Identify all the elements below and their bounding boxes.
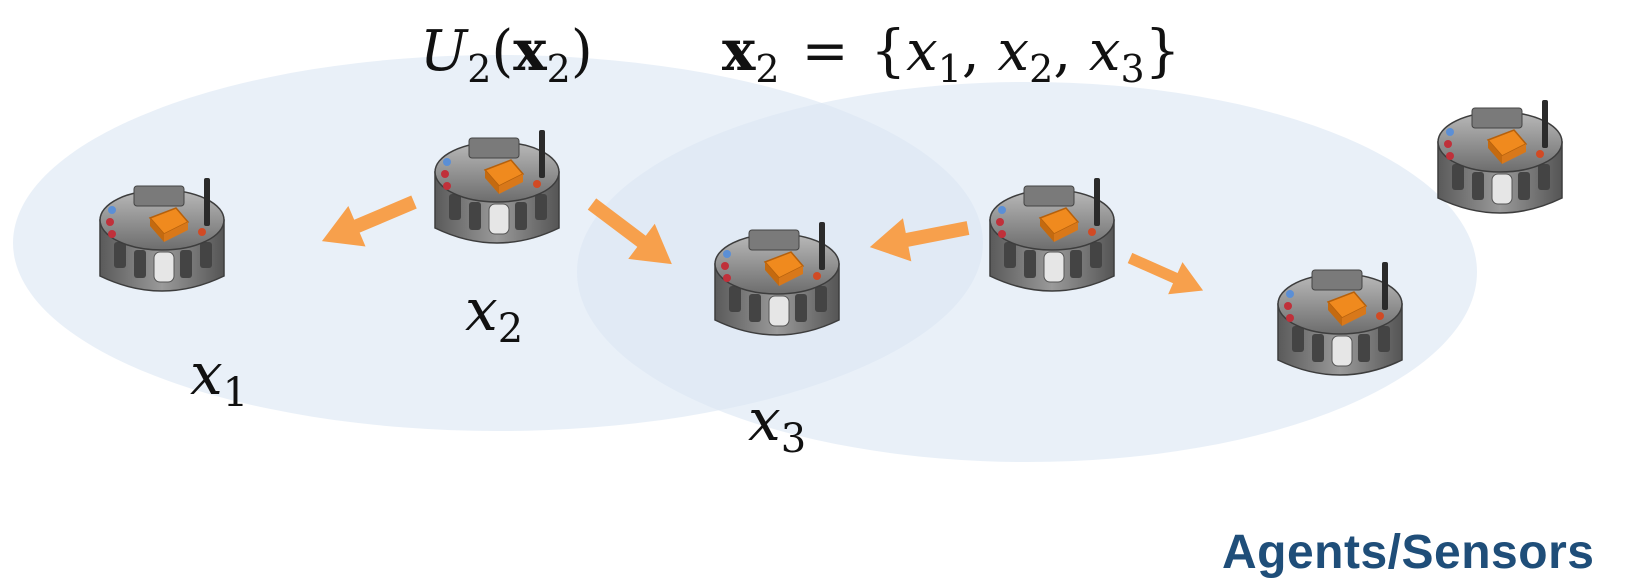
- set-member-2-subscript: 2: [1029, 47, 1053, 91]
- robot-icon-far-right: [1437, 99, 1563, 214]
- set-member-1: x: [906, 19, 938, 84]
- brace-close: }: [1145, 19, 1181, 84]
- set-member-3-subscript: 3: [1121, 47, 1145, 91]
- utility-symbol: U: [420, 19, 469, 84]
- label-x1: x1: [190, 340, 248, 416]
- utility-arg-subscript: 2: [547, 47, 571, 91]
- caption-agents-sensors: Agents/Sensors: [1222, 526, 1595, 579]
- utility-subscript: 2: [467, 47, 491, 91]
- set-member-1-subscript: 1: [938, 47, 962, 91]
- comma-1: ,: [962, 19, 998, 84]
- comma-2: ,: [1053, 19, 1089, 84]
- brace-open: {: [871, 19, 907, 84]
- neighbor-set-formula: x2={x1, x2, x3}: [722, 18, 1180, 91]
- paren-open: (: [491, 19, 513, 84]
- paren-close: ): [571, 19, 593, 84]
- utility-arg: x: [513, 18, 547, 84]
- set-member-3: x: [1089, 19, 1121, 84]
- set-lhs: x: [722, 18, 756, 84]
- set-lhs-subscript: 2: [755, 47, 779, 91]
- utility-formula: U2(x2): [420, 18, 593, 91]
- equals-sign: =: [802, 19, 849, 84]
- label-x2: x2: [465, 276, 523, 352]
- label-x3: x3: [748, 386, 806, 462]
- set-member-2: x: [998, 19, 1030, 84]
